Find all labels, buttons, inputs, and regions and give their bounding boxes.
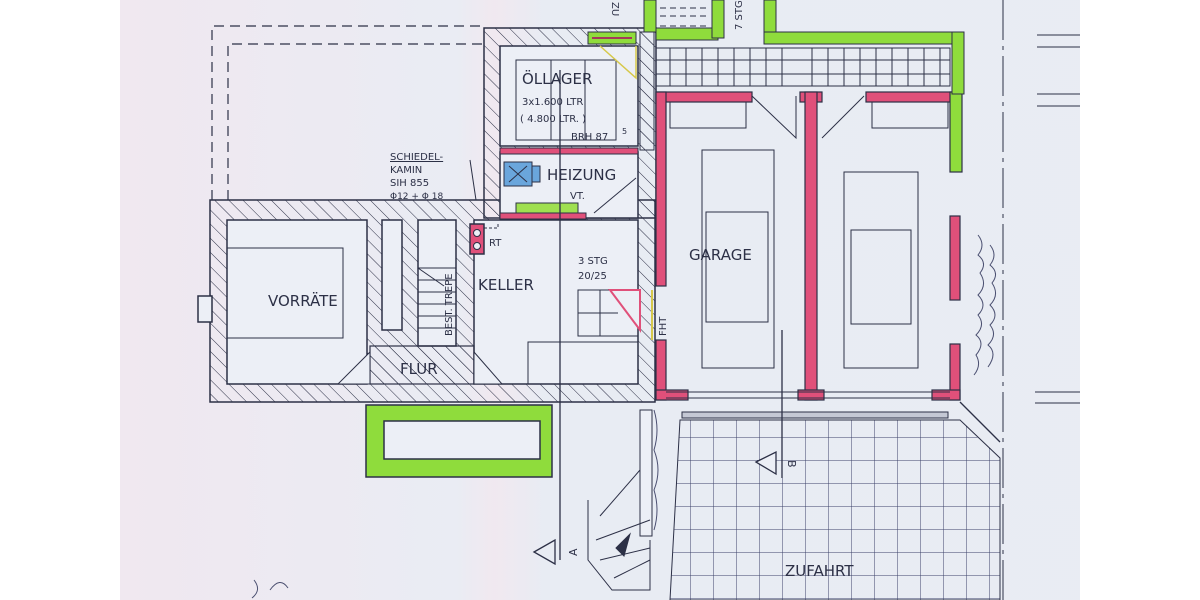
chimney-line3: SIH 855 xyxy=(390,178,429,189)
driveway xyxy=(669,401,1001,600)
section-line-b xyxy=(754,330,783,478)
vegetation xyxy=(251,234,996,599)
garage-walls xyxy=(655,91,963,401)
oellager-total: ( 4.800 LTR. ) xyxy=(520,114,586,125)
chimney-block xyxy=(469,222,499,255)
room-label-heizung: HEIZUNG xyxy=(547,166,616,184)
door-swing-oellager xyxy=(599,45,637,80)
stair-keller-ratio: 20/25 xyxy=(578,271,607,282)
fht-label: FHT xyxy=(658,316,669,336)
existing-stair xyxy=(417,267,456,329)
dashed-outline-upper xyxy=(211,25,485,200)
room-label-zufahrt: ZUFAHRT xyxy=(785,562,854,580)
spiral-stair xyxy=(587,409,653,591)
stair-keller-steps: 3 STG xyxy=(578,256,608,267)
floor-plan-sheet: ÖLLAGER 3x1.600 LTR ( 4.800 LTR. ) BRH 8… xyxy=(120,0,1080,600)
heating-room-elements xyxy=(499,147,639,220)
room-label-garage: GARAGE xyxy=(689,246,752,264)
room-label-vorraete: VORRÄTE xyxy=(268,291,338,310)
floor-plan-drawing: ÖLLAGER 3x1.600 LTR ( 4.800 LTR. ) BRH 8… xyxy=(197,0,1080,600)
chimney-line4: Φ12 + Φ 18 xyxy=(390,192,443,202)
chimney-line1: SCHIEDEL- xyxy=(390,152,444,163)
top-zu-label: ZU xyxy=(609,2,620,16)
chimney-line2: KAMIN xyxy=(390,165,422,176)
oellager-capacity: 3x1.600 LTR xyxy=(522,97,583,108)
keller-stair xyxy=(527,289,641,385)
room-label-oellager: ÖLLAGER xyxy=(522,69,592,88)
stair-top-label: 7 STG xyxy=(734,0,745,30)
planter-box xyxy=(365,404,553,478)
reference-lines-right xyxy=(1002,0,1080,600)
section-b-label: B xyxy=(785,460,798,468)
oellager-brh-sup: 5 xyxy=(622,127,627,136)
room-label-flur: FLUR xyxy=(400,360,438,378)
section-line-a xyxy=(532,70,561,566)
heizung-sub: VT. xyxy=(570,191,585,202)
car-outlines xyxy=(669,101,949,369)
section-a-label: A xyxy=(567,548,580,556)
rt-label: RT xyxy=(489,238,502,249)
upper-stair-area xyxy=(639,0,965,151)
room-label-keller: KELLER xyxy=(478,276,534,294)
garage-door-swings xyxy=(751,95,865,140)
oellager-brh: BRH 87 xyxy=(571,132,608,143)
chimney-leader xyxy=(388,159,477,201)
stair-existing-label: BEST. TREPE xyxy=(444,273,455,336)
oil-tanks xyxy=(515,59,617,141)
